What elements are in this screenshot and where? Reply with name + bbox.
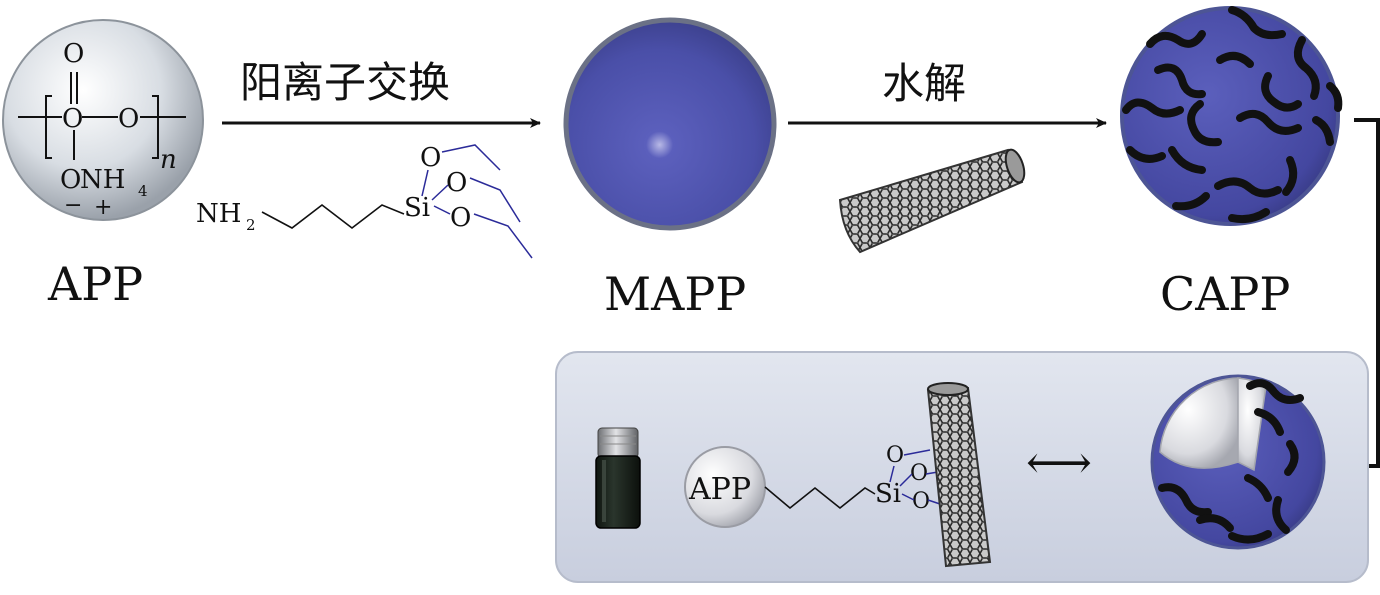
app-onh4-o: O (60, 165, 81, 195)
aptes-ethoxy-bonds (421, 144, 533, 259)
vial-cap (597, 427, 639, 459)
capp-cnt-coating (1122, 6, 1343, 224)
grafted-si: Si (875, 479, 901, 509)
grafted-o3: O (912, 489, 930, 514)
aptes-o1: O (420, 143, 441, 173)
app-minus-sign: − (64, 193, 82, 218)
aptes-nh-sub: 2 (246, 216, 256, 234)
mapp-particle (563, 17, 777, 231)
label-capp: CAPP (1160, 267, 1290, 321)
vial-body (595, 455, 641, 529)
grafted-o1: O (886, 443, 904, 468)
grafted-propyl-chain (764, 486, 876, 510)
mapp-sphere (563, 17, 777, 231)
label-mapp: MAPP (604, 267, 746, 321)
carbon-nanotube-vertical (926, 382, 992, 568)
equilibrium-arrow: ⟷ (1026, 435, 1092, 489)
step2-label: 水解 (882, 59, 966, 108)
app-plus-sign: + (94, 195, 112, 220)
grafted-o2: O (910, 461, 928, 486)
step1-label: 阳离子交换 (240, 58, 450, 107)
app-structure (18, 72, 186, 160)
app-n-subscript: n (160, 145, 177, 175)
app-o-top: O (63, 39, 84, 69)
capp-cutaway (1150, 374, 1326, 550)
app-sphere (2, 19, 204, 221)
app-small-label: APP (688, 472, 751, 507)
capp-particle (1120, 6, 1343, 226)
app-onh4-nh: NH (80, 165, 125, 195)
detail-panel: APP Si O O O ⟷ (555, 351, 1369, 583)
capp-cutaway-cnts (1158, 379, 1304, 544)
dispersion-vial (595, 427, 641, 529)
carbon-nanotube-horizontal (838, 148, 1026, 254)
label-app: APP (47, 257, 143, 311)
aptes-o3: O (450, 203, 471, 233)
aptes-nh: NH (196, 199, 241, 229)
app-core-exposed (1159, 377, 1241, 469)
app-p-o-left: O (62, 104, 83, 134)
aptes-propyl-chain (261, 203, 405, 230)
aptes-molecule: NH 2 Si O O O (196, 143, 533, 259)
aptes-si: Si (404, 193, 430, 223)
aptes-o2: O (446, 168, 467, 198)
app-onh4-sub: 4 (138, 182, 148, 200)
app-particle: O O O O NH 4 − + n (2, 19, 204, 221)
app-o-bridge: O (118, 104, 139, 134)
